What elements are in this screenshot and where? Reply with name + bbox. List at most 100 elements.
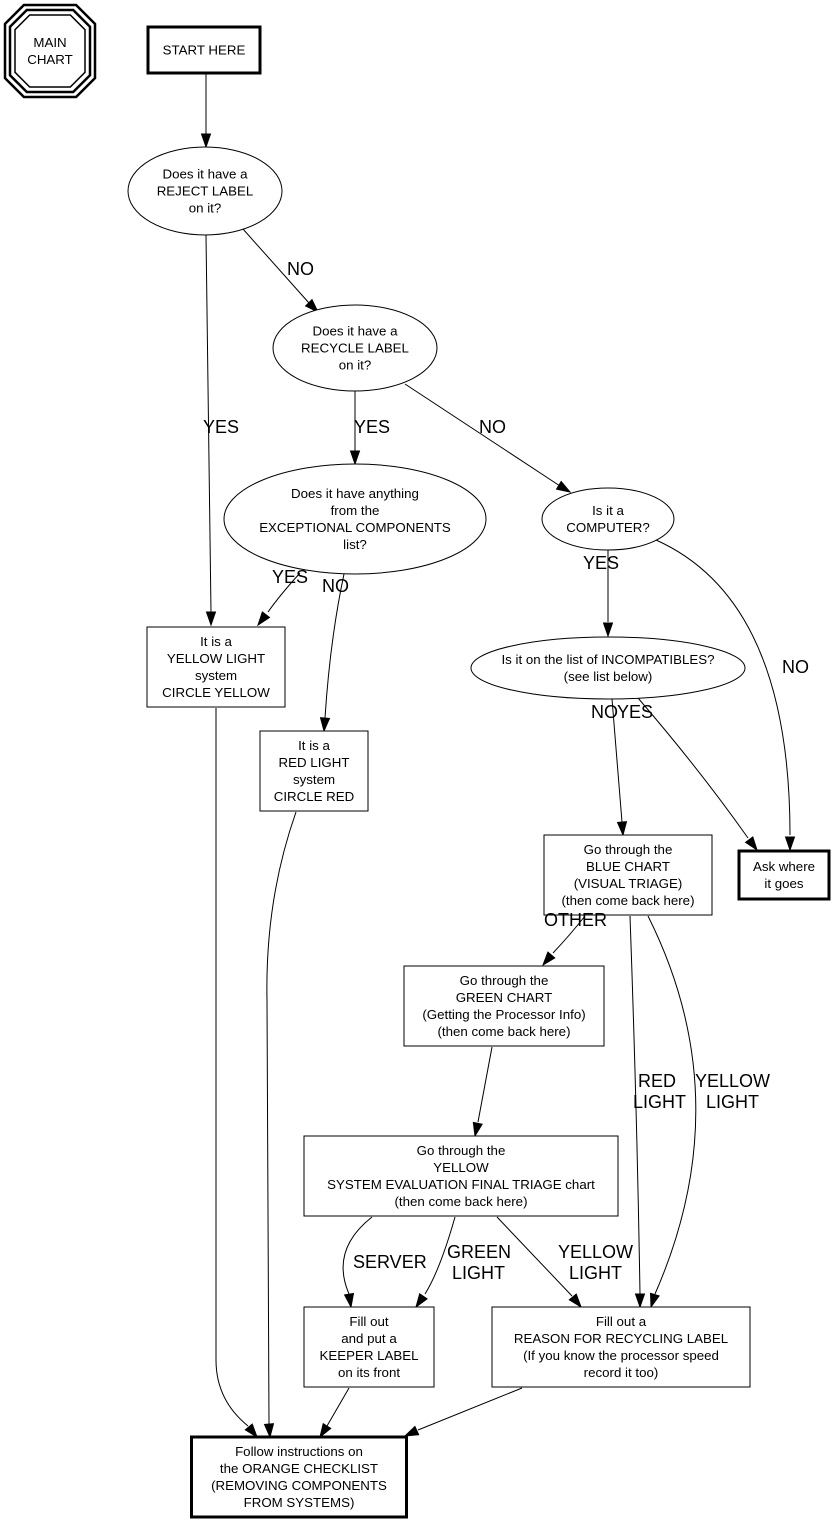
arrowhead-icon (634, 1293, 646, 1309)
edge-line (215, 708, 249, 1427)
recycle-text-line: on it? (339, 358, 372, 373)
edge-line (205, 234, 212, 613)
arrowhead-icon (602, 622, 614, 638)
orange-text-line: Follow instructions on (235, 1444, 363, 1459)
edge-label: YES (354, 417, 390, 437)
edge-line (477, 1046, 493, 1123)
decision-ellipse (223, 463, 487, 575)
edge-line (342, 1216, 373, 1295)
decision-ellipse (541, 487, 675, 551)
edge-line (496, 1216, 573, 1297)
reason-text-line: (If you know the processor speed (523, 1348, 719, 1363)
edge-line (404, 383, 561, 487)
edge-recycle-exceptional (349, 391, 361, 466)
keeper-text-line: KEEPER LABEL (319, 1348, 418, 1363)
computer-text-line: COMPUTER? (566, 520, 649, 535)
arrowhead-icon (349, 450, 361, 466)
arrowhead-icon (205, 611, 217, 627)
edge-label: NO (591, 702, 618, 722)
yellow-chart-text-line: Go through the (417, 1143, 506, 1158)
process-box (259, 730, 369, 812)
edge-start-reject (200, 74, 212, 149)
arrowhead-icon (568, 1293, 582, 1309)
edge-line (267, 572, 301, 613)
process-box (303, 1135, 619, 1217)
exceptional-text-line: EXCEPTIONAL COMPONENTS (259, 520, 451, 535)
edge-reject-yellow (205, 234, 217, 627)
yellow-chart-text-line: SYSTEM EVALUATION FINAL TRIAGE chart (327, 1177, 595, 1192)
edge-label: NO (322, 576, 349, 596)
edge-label: NO (479, 417, 506, 437)
blue-chart-text-line: BLUE CHART (586, 859, 670, 874)
edge-line (655, 539, 791, 836)
reject-text-line: on it? (189, 201, 222, 216)
edge-label: LIGHT (569, 1263, 622, 1283)
node-reject: Does it have a REJECT LABEL on it? (127, 146, 283, 236)
decision-ellipse (127, 146, 283, 236)
recycle-text-line: RECYCLE LABEL (301, 341, 409, 356)
arrowhead-icon (319, 717, 331, 733)
yellow-chart-text-line: YELLOW (433, 1160, 489, 1175)
edge-label: YES (272, 567, 308, 587)
edge-label: YES (583, 553, 619, 573)
edge-exceptional-red (319, 573, 345, 733)
edge-line (417, 1387, 523, 1431)
edge-label: RED (638, 1071, 676, 1091)
keeper-text-line: on its front (338, 1365, 400, 1380)
keeper-text-line: Fill out (349, 1314, 388, 1329)
arrowhead-icon (472, 1121, 483, 1138)
edge-keeper-orange (319, 1387, 350, 1439)
edge-green-yellowchart (472, 1046, 493, 1138)
arrowhead-icon (555, 480, 572, 493)
blue-chart-text-line: Go through the (584, 842, 673, 857)
edge-blue-reason-yellow (647, 915, 697, 1309)
decision-ellipse (272, 304, 438, 392)
edge-line (326, 1387, 350, 1427)
edge-reject-recycle (242, 228, 320, 314)
green-chart-text-line: (Getting the Processor Info) (422, 1007, 585, 1022)
arrowhead-icon (616, 821, 628, 837)
edge-label: NO (782, 657, 809, 677)
edge-yellowlight-orange (215, 708, 258, 1439)
edge-line (629, 915, 641, 1295)
computer-text-line: Is it a (592, 503, 624, 518)
octagon-border (8, 8, 92, 94)
reject-text-line: Does it have a (162, 167, 248, 182)
node-computer: Is it a COMPUTER? (541, 487, 675, 551)
arrowhead-icon (744, 836, 758, 852)
arrowhead-icon (257, 611, 271, 627)
yellow-light-text-line: YELLOW LIGHT (167, 651, 265, 666)
node-start: START HERE (146, 25, 262, 75)
orange-text-line: (REMOVING COMPONENTS (211, 1478, 387, 1493)
blue-chart-text-line: (then come back here) (561, 893, 694, 908)
edge-redlight-orange (263, 811, 297, 1439)
edge-yellowchart-keeper-server (342, 1216, 373, 1309)
orange-text-line: the ORANGE CHECKLIST (220, 1461, 378, 1476)
edge-blue-reason-red (629, 915, 646, 1309)
edge-line (424, 1216, 456, 1295)
red-light-text-line: CIRCLE RED (274, 789, 355, 804)
edges-layer (200, 74, 796, 1439)
reason-text-line: REASON FOR RECYCLING LABEL (514, 1331, 728, 1346)
edge-recycle-computer (404, 383, 572, 493)
process-box (403, 965, 605, 1047)
octagon-border (3, 3, 97, 99)
node-orange: Follow instructions on the ORANGE CHECKLI… (190, 1435, 408, 1519)
yellow-light-text-line: system (195, 668, 237, 683)
octagon-border (14, 14, 86, 88)
process-box (146, 25, 262, 75)
process-box (737, 849, 831, 901)
reject-text-line: REJECT LABEL (157, 184, 254, 199)
green-chart-text-line: GREEN CHART (456, 990, 553, 1005)
red-light-text-line: It is a (298, 738, 330, 753)
yellow-light-text-line: CIRCLE YELLOW (162, 685, 270, 700)
edge-line (324, 573, 345, 719)
arrowhead-icon (403, 1425, 420, 1437)
